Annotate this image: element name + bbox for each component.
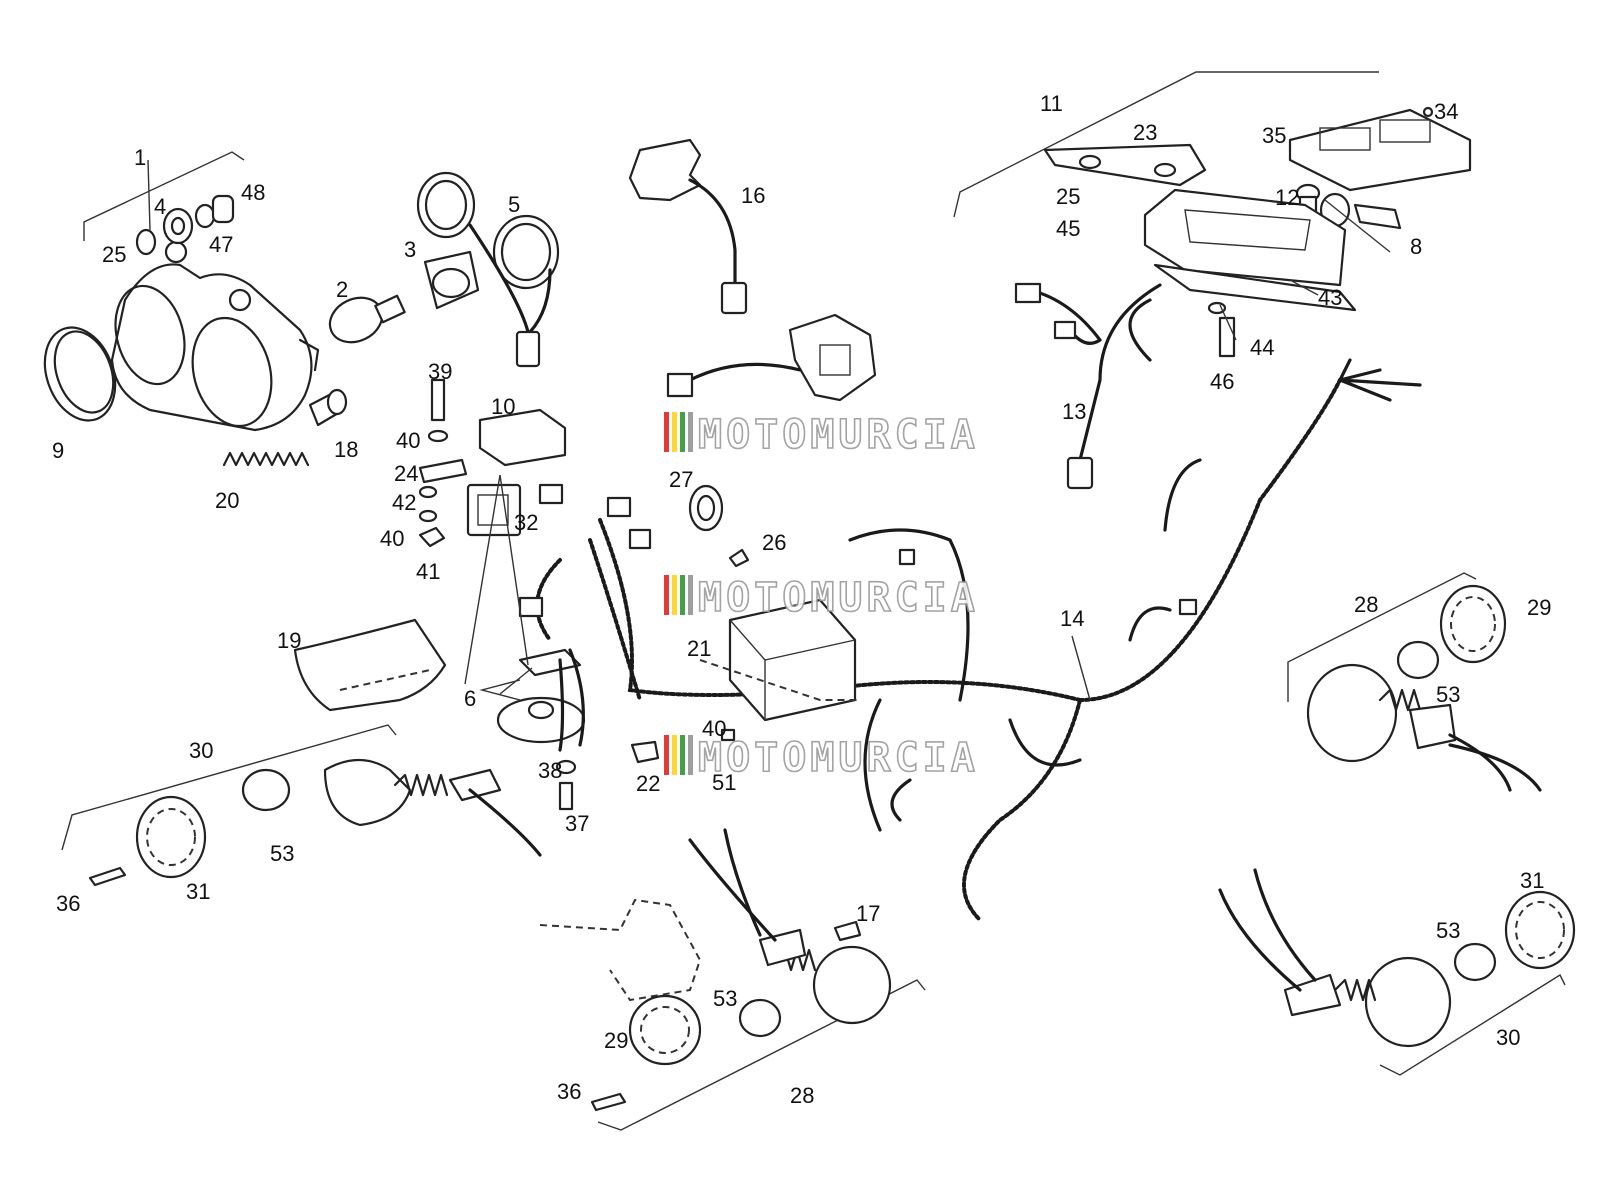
- callout-29: 29: [1527, 595, 1551, 620]
- callout-13: 13: [1062, 399, 1086, 424]
- headlight-bulbs-sockets: [328, 171, 560, 368]
- callout-6: 6: [464, 686, 476, 711]
- callout-12: 12: [1275, 185, 1299, 210]
- callout-26: 26: [762, 530, 786, 555]
- callout-39: 39: [428, 359, 452, 384]
- callout-40: 40: [396, 428, 420, 453]
- callout-11: 11: [1040, 91, 1063, 116]
- callout-53: 53: [1436, 682, 1460, 707]
- callout-17: 17: [856, 901, 880, 926]
- callout-45: 45: [1056, 216, 1080, 241]
- callout-25: 25: [1056, 184, 1080, 209]
- callout-8: 8: [1410, 234, 1422, 259]
- callout-28: 28: [790, 1083, 814, 1108]
- callout-35: 35: [1262, 123, 1286, 148]
- switch-16: [628, 138, 748, 315]
- watermark: MOTOMURCIA: [664, 734, 979, 782]
- callout-51: 51: [712, 770, 736, 795]
- callout-34: 34: [1434, 99, 1458, 124]
- callout-18: 18: [334, 437, 358, 462]
- horn-6: [479, 648, 586, 752]
- watermark: MOTOMURCIA: [664, 574, 979, 622]
- callout-1: 1: [134, 145, 146, 170]
- callout-23: 23: [1133, 120, 1157, 145]
- callout-5: 5: [508, 192, 520, 217]
- indicator-rear-left: [539, 828, 926, 1131]
- callout-30: 30: [189, 738, 213, 763]
- callout-27: 27: [669, 467, 693, 492]
- callout-10: 10: [491, 394, 515, 419]
- callout-48: 48: [241, 180, 265, 205]
- callout-41: 41: [416, 559, 440, 584]
- callout-31: 31: [1520, 868, 1544, 893]
- watermark-text: MOTOMURCIA: [698, 735, 979, 781]
- callout-38: 38: [538, 758, 562, 783]
- handlebar-switch: [666, 313, 877, 402]
- callout-53: 53: [713, 986, 737, 1011]
- callout-47: 47: [209, 232, 233, 257]
- indicator-front-right: [1287, 572, 1542, 792]
- callout-29: 29: [604, 1028, 628, 1053]
- callout-4: 4: [154, 194, 166, 219]
- callout-32: 32: [514, 510, 538, 535]
- small-hardware-lower: [555, 728, 736, 811]
- indicator-rear-right: [1218, 868, 1576, 1076]
- watermark-text: MOTOMURCIA: [698, 575, 979, 621]
- callout-40: 40: [702, 716, 726, 741]
- callout-37: 37: [565, 811, 589, 836]
- callout-21: 21: [687, 636, 711, 661]
- callout-36: 36: [56, 891, 80, 916]
- tail-light-assembly: [953, 71, 1472, 490]
- indicator-front-left: [61, 724, 542, 887]
- callout-28: 28: [1354, 592, 1378, 617]
- callout-14: 14: [1060, 606, 1084, 631]
- callout-24: 24: [394, 461, 418, 486]
- grommet-and-screw: [688, 484, 750, 568]
- callout-9: 9: [52, 438, 64, 463]
- callout-40: 40: [380, 526, 404, 551]
- watermark-text: MOTOMURCIA: [698, 412, 979, 458]
- watermark: MOTOMURCIA: [664, 411, 979, 459]
- callout-2: 2: [336, 277, 348, 302]
- headlight-assembly: [43, 151, 348, 467]
- callout-43: 43: [1318, 285, 1342, 310]
- callout-20: 20: [215, 488, 239, 513]
- callout-leaders: [147, 159, 1391, 701]
- callout-53: 53: [1436, 918, 1460, 943]
- callout-53: 53: [270, 841, 294, 866]
- callout-numbers: 1 4 48 25 47 5 3 2 9 18 20 39 10 40 24 4…: [52, 91, 1551, 1108]
- callout-46: 46: [1210, 369, 1234, 394]
- callout-25: 25: [102, 242, 126, 267]
- callout-36: 36: [557, 1079, 581, 1104]
- callout-31: 31: [186, 879, 210, 904]
- callout-3: 3: [404, 237, 416, 262]
- callout-30: 30: [1496, 1025, 1520, 1050]
- wiring-harness: [518, 358, 1422, 922]
- callout-16: 16: [741, 183, 765, 208]
- callout-44: 44: [1250, 335, 1274, 360]
- callout-22: 22: [636, 771, 660, 796]
- callout-42: 42: [392, 490, 416, 515]
- callout-19: 19: [277, 628, 301, 653]
- battery-21: [699, 598, 860, 722]
- relays-and-hardware: [418, 378, 567, 548]
- lens-19: [293, 618, 447, 712]
